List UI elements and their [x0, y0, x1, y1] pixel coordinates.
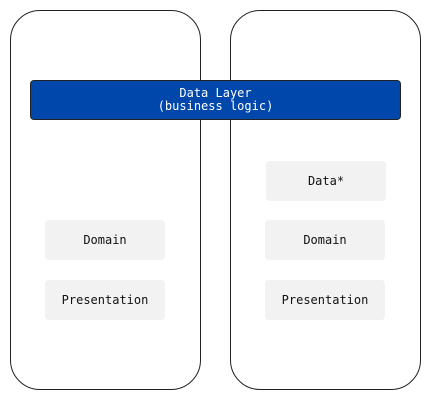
- left-device-frame: [10, 10, 201, 390]
- data-layer-title: Data Layer: [179, 86, 252, 100]
- left-presentation-label: Presentation: [61, 293, 149, 307]
- data-layer-subtitle: (business logic): [157, 99, 274, 113]
- left-domain-label: Domain: [83, 233, 127, 247]
- right-domain-label: Domain: [303, 233, 347, 247]
- shared-data-layer-bar: Data Layer (business logic): [30, 80, 401, 120]
- right-presentation-label: Presentation: [281, 293, 369, 307]
- right-data-label: Data*: [307, 174, 345, 188]
- right-presentation-layer: Presentation: [265, 280, 385, 320]
- left-presentation-layer: Presentation: [45, 280, 165, 320]
- right-data-layer: Data*: [266, 161, 386, 201]
- left-domain-layer: Domain: [45, 220, 165, 260]
- right-domain-layer: Domain: [265, 220, 385, 260]
